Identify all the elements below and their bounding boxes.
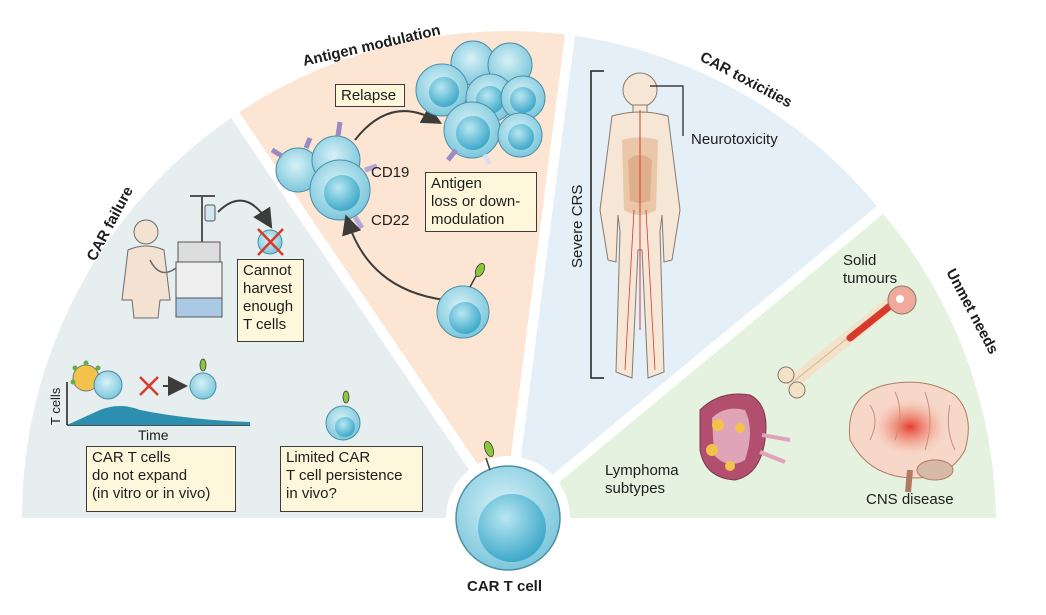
solid-tumours-label: Solid tumours — [843, 252, 923, 288]
antigen-loss-box: Antigen loss or down- modulation — [425, 172, 537, 232]
lymphoma-subtypes-label: Lymphoma subtypes — [605, 462, 685, 498]
failed-harvest-cell — [257, 228, 284, 256]
lymphoma-subtypes-line-1: Lymphoma — [605, 462, 679, 479]
relapse-arrow — [354, 105, 442, 141]
relapse-box: Relapse — [335, 84, 405, 107]
no-expand-line-1: CAR T cells — [92, 449, 171, 466]
lymphoma-subtypes-line-2: subtypes — [605, 480, 666, 497]
no-expand-box: CAR T cells do not expand (in vitro or i… — [86, 446, 236, 512]
severe-crs-bracket — [590, 70, 604, 379]
apheresis-machine — [175, 195, 223, 318]
apc-cell — [70, 360, 101, 392]
antigen-car-t-cell — [436, 263, 490, 339]
neurotoxicity-leader — [650, 85, 684, 136]
car-t-cell-small — [189, 372, 217, 400]
neurotoxicity-label: Neurotoxicity — [691, 131, 778, 148]
limited-persistence-line-2: T cell persistence — [286, 467, 403, 484]
cd19-label: CD19 — [371, 164, 410, 181]
human-body — [599, 72, 681, 379]
sector-car-toxicities — [508, 35, 880, 518]
solid-tumours-line-2: tumours — [843, 270, 898, 287]
limited-persistence-box: Limited CAR T cell persistence in vivo? — [280, 446, 423, 512]
bone-illustration — [777, 285, 917, 399]
center-car-t-cell — [446, 440, 570, 580]
no-expand-line-3: (in vitro or in vivo) — [92, 485, 211, 502]
car-t-return-arrow — [342, 214, 446, 301]
cannot-harvest-line-4: T cells — [243, 316, 287, 333]
expansion-graph — [66, 382, 250, 426]
cns-disease-label: CNS disease — [866, 491, 954, 508]
antigen-loss-line-2: loss or down- — [431, 193, 521, 210]
limited-persistence-line-1: Limited CAR — [286, 449, 371, 466]
cannot-harvest-line-1: Cannot — [243, 262, 292, 279]
harvest-arrow — [217, 199, 273, 229]
cannot-harvest-line-3: enough — [243, 298, 294, 315]
antigen-loss-line-3: modulation — [431, 211, 505, 228]
cd22-label: CD22 — [371, 212, 410, 229]
graph-xlabel: Time — [138, 427, 169, 443]
relapse-cell-cluster — [415, 40, 546, 166]
antigen-loss-line-1: Antigen — [431, 175, 482, 192]
lymph-node-illustration — [699, 393, 791, 481]
cannot-harvest-line-2: harvest — [243, 280, 293, 297]
center-label: CAR T cell — [467, 578, 543, 595]
t-cell — [93, 370, 123, 400]
severe-crs-label: Severe CRS — [569, 185, 586, 268]
brain-illustration — [848, 381, 969, 493]
patient-figure — [121, 219, 171, 319]
solid-tumours-line-1: Solid — [843, 252, 877, 269]
limited-persistence-line-3: in vivo? — [286, 485, 337, 502]
no-expand-cross — [139, 376, 159, 396]
cannot-harvest-box: Cannot harvest enough T cells — [237, 259, 304, 342]
graph-ylabel: T cells — [48, 387, 63, 425]
tumour-cell-cluster — [270, 121, 378, 230]
no-expand-line-2: do not expand — [92, 467, 188, 484]
